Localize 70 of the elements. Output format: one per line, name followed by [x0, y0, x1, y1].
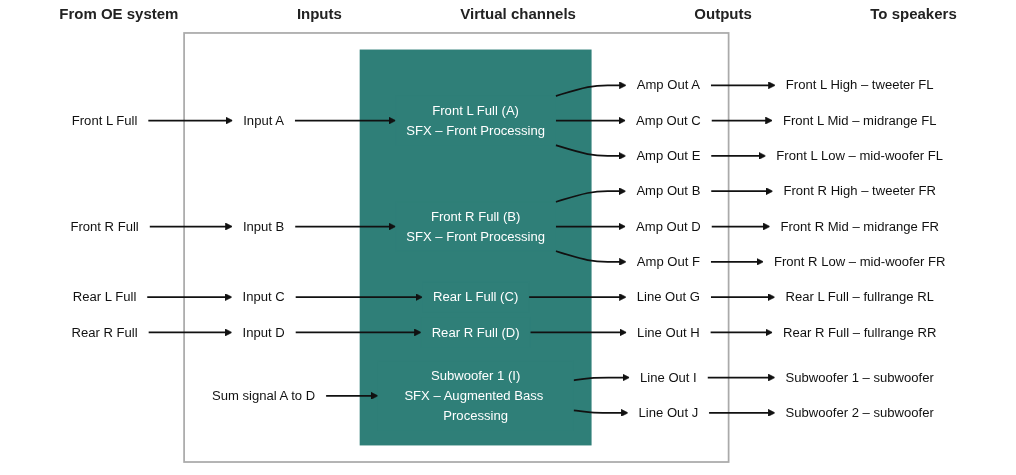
node-text: Front L Full	[71, 112, 138, 128]
node-text: Input B	[242, 218, 285, 234]
node-text: Front L Full (A) SFX – Front Processing	[406, 102, 546, 138]
node-text: Front R High – tweeter FR	[783, 183, 937, 198]
node-text: Amp Out E	[636, 147, 701, 163]
arrow	[294, 328, 422, 337]
arrow	[554, 116, 626, 125]
column-heading: From OE system	[59, 4, 179, 22]
arrow	[148, 222, 233, 231]
arrow	[710, 152, 767, 160]
arrow	[572, 409, 629, 417]
arrow	[293, 116, 397, 125]
arrow	[709, 328, 773, 337]
arrow	[710, 222, 771, 231]
node-text: Subwoofer 2 – subwoofer	[785, 404, 934, 420]
column-heading: Inputs	[296, 4, 342, 22]
node-text: Subwoofer 1 (I) SFX – Augmented Bass Processing	[404, 368, 544, 423]
node-text: Amp Out C	[636, 112, 701, 128]
cluster	[359, 49, 592, 446]
arrow	[709, 258, 764, 266]
node-text: Front R Low – mid-woofer FR	[773, 253, 946, 269]
node-text: Input C	[242, 289, 285, 304]
node-text: Subwoofer 1 – subwoofer	[785, 369, 934, 385]
arrow	[527, 293, 627, 301]
arrow	[147, 116, 234, 125]
node-text: Front R Full	[70, 218, 139, 234]
arrow	[324, 392, 379, 400]
arrow	[554, 222, 626, 231]
arrow	[706, 373, 776, 382]
arrow	[709, 81, 776, 90]
arrow	[293, 222, 397, 231]
node-text: Front L Low – mid-woofer FL	[776, 147, 944, 163]
arrow	[554, 250, 627, 266]
arrow	[710, 187, 774, 196]
node-text: Front R Mid – midrange FR	[780, 218, 939, 234]
cluster	[183, 32, 730, 463]
node-text: Amp Out A	[636, 77, 701, 93]
node-text: Amp Out F	[636, 253, 701, 269]
arrow	[709, 293, 776, 301]
node-text: Line Out H	[637, 324, 700, 340]
node-text: Rear L Full – fullrange RL	[785, 289, 935, 304]
arrow	[294, 293, 423, 301]
arrow	[710, 116, 773, 125]
arrow	[572, 373, 630, 382]
node-text: Input D	[242, 324, 285, 340]
node-text: Rear R Full – fullrange RR	[783, 324, 937, 340]
arrow	[554, 187, 627, 203]
node-text: Rear L Full	[72, 289, 137, 304]
arrow	[554, 144, 627, 160]
column-heading: To speakers	[870, 4, 957, 22]
column-heading: Outputs	[694, 4, 752, 22]
node-text: Line Out G	[636, 289, 701, 304]
node-text: Line Out I	[640, 369, 697, 385]
node-text: Input A	[243, 112, 285, 128]
node-text: Sum signal A to D	[212, 387, 316, 403]
column-heading: Virtual channels	[460, 4, 576, 22]
arrow	[146, 293, 233, 301]
node-text: Amp Out D	[636, 218, 701, 234]
arrow	[707, 409, 776, 417]
arrow	[554, 81, 627, 97]
node-text: Front R Full (B) SFX – Front Processing	[406, 208, 546, 244]
node-text: Front L Mid – midrange FL	[782, 112, 937, 128]
arrow	[529, 328, 628, 337]
node-text: Front L High – tweeter FL	[785, 77, 934, 93]
node-text: Line Out J	[638, 404, 699, 420]
node-text: Rear R Full	[71, 324, 138, 340]
node-text: Rear R Full (D)	[431, 324, 520, 340]
arrow	[147, 328, 233, 337]
node-text: Amp Out B	[636, 183, 701, 198]
node-text: Rear L Full (C)	[433, 289, 519, 304]
